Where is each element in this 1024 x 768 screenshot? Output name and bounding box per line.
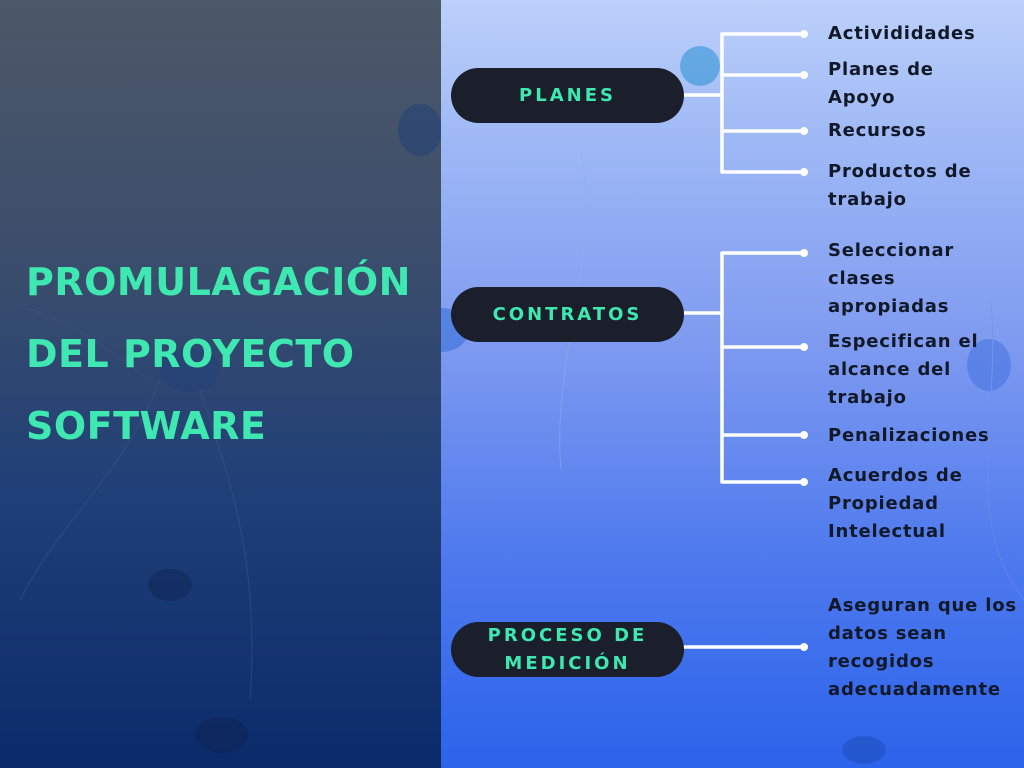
category-pill-planes: PLANES bbox=[451, 68, 684, 123]
item-productos-de-trabajo: Productos de trabajo bbox=[828, 161, 972, 210]
category-pill-proceso-de-medicion: PROCESO DE MEDICIÓN bbox=[451, 622, 684, 677]
title-line-1: PROMULAGACIÓN bbox=[26, 260, 411, 304]
item-planes-de-apoyo: Planes de Apoyo bbox=[828, 59, 934, 108]
connector-planes bbox=[682, 32, 806, 174]
item-seleccionar-clases-apropiadas: Seleccionar clases apropiadas bbox=[828, 240, 955, 317]
item-especifican-el-alcance: Especifican el alcance del trabajo bbox=[828, 331, 979, 408]
item-actividades: Activididades bbox=[828, 23, 976, 44]
category-pill-contratos: CONTRATOS bbox=[451, 287, 684, 342]
title-line-3: SOFTWARE bbox=[26, 404, 267, 448]
page-title: PROMULAGACIÓN DEL PROYECTO SOFTWARE bbox=[26, 246, 426, 462]
jellyfish-background-left bbox=[0, 104, 441, 753]
title-line-2: DEL PROYECTO bbox=[26, 332, 355, 376]
connector-contratos bbox=[682, 251, 806, 484]
connector-endpoints bbox=[800, 30, 808, 651]
item-aseguran-datos-recogidos: Aseguran que los datos sean recogidos ad… bbox=[828, 595, 1017, 700]
item-recursos: Recursos bbox=[828, 120, 927, 141]
item-penalizaciones: Penalizaciones bbox=[828, 425, 990, 446]
left-panel: PROMULAGACIÓN DEL PROYECTO SOFTWARE bbox=[0, 0, 441, 768]
item-acuerdos-propiedad-intelectual: Acuerdos de Propiedad Intelectual bbox=[828, 465, 963, 542]
